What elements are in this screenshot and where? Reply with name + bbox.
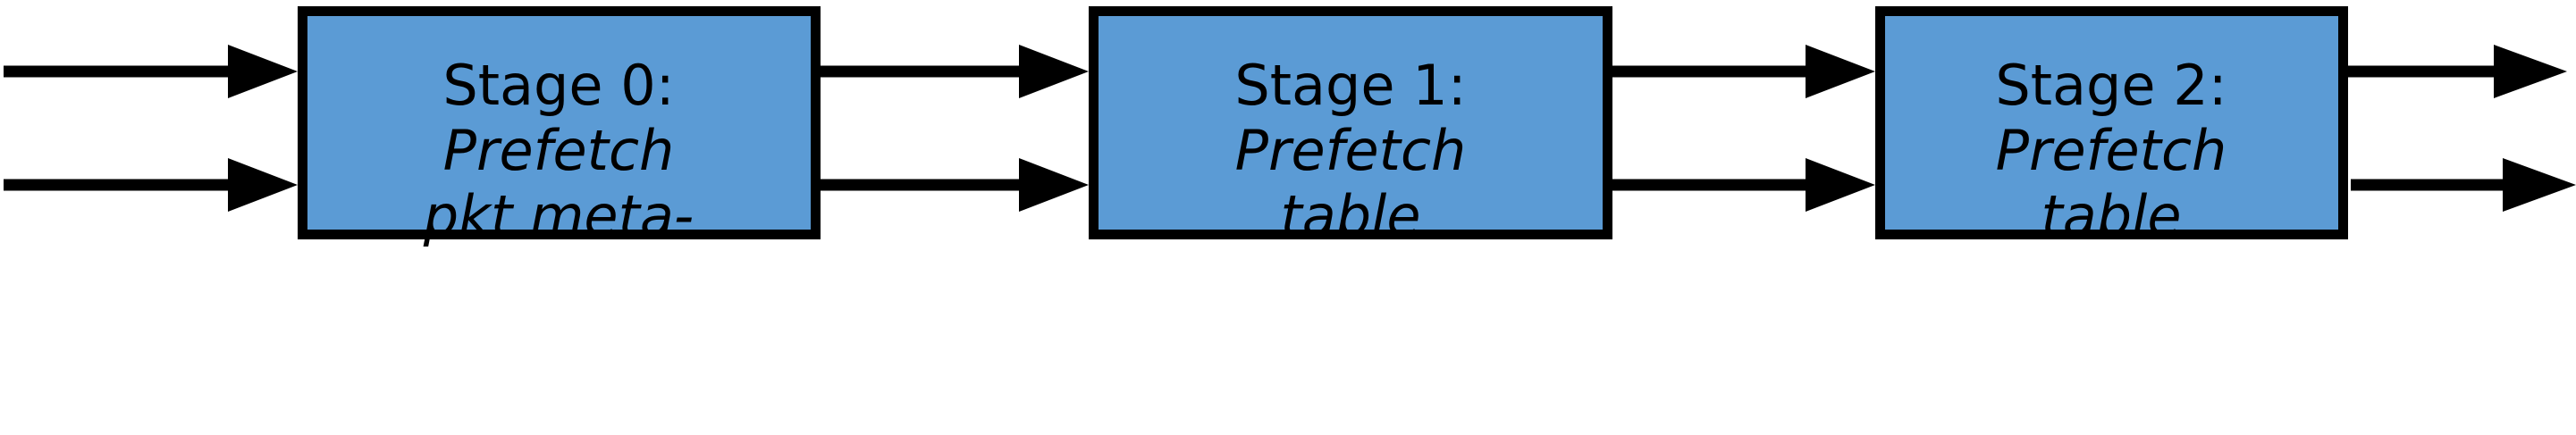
stage-1-title: Stage 1:	[1234, 53, 1466, 118]
arrow-output-top	[2345, 45, 2567, 98]
stage-2-title: Stage 2:	[1995, 53, 2227, 118]
arrow-stage0-stage1-bottom	[821, 158, 1089, 212]
stage-box-2[interactable]: Stage 2: Prefetch table	[1875, 6, 2348, 249]
arrow-output-bottom	[2351, 158, 2576, 212]
stage-0-subtitle-line2: pkt meta-	[423, 183, 695, 248]
stage-0-rect[interactable]	[298, 6, 821, 239]
stage-0-subtitle-line1: Prefetch	[443, 118, 675, 183]
arrow-input-top	[4, 45, 298, 98]
stage-1-subtitle-line2: table	[1280, 183, 1420, 248]
stage-2-subtitle-line1: Prefetch	[1996, 118, 2227, 183]
arrow-input-bottom	[4, 158, 298, 212]
stage-2-subtitle-line2: table	[2041, 183, 2181, 248]
stage-1-subtitle-line1: Prefetch	[1235, 118, 1467, 183]
arrow-stage1-stage2-bottom	[1612, 158, 1875, 212]
arrow-stage1-stage2-top	[1612, 45, 1875, 98]
stage-box-0[interactable]: Stage 0: Prefetch pkt meta-	[298, 6, 821, 249]
stage-2-rect[interactable]	[1875, 6, 2348, 239]
stage-1-rect[interactable]	[1089, 6, 1612, 239]
stage-box-1[interactable]: Stage 1: Prefetch table	[1089, 6, 1612, 249]
arrow-stage0-stage1-top	[821, 45, 1089, 98]
stage-0-title: Stage 0:	[442, 53, 674, 118]
